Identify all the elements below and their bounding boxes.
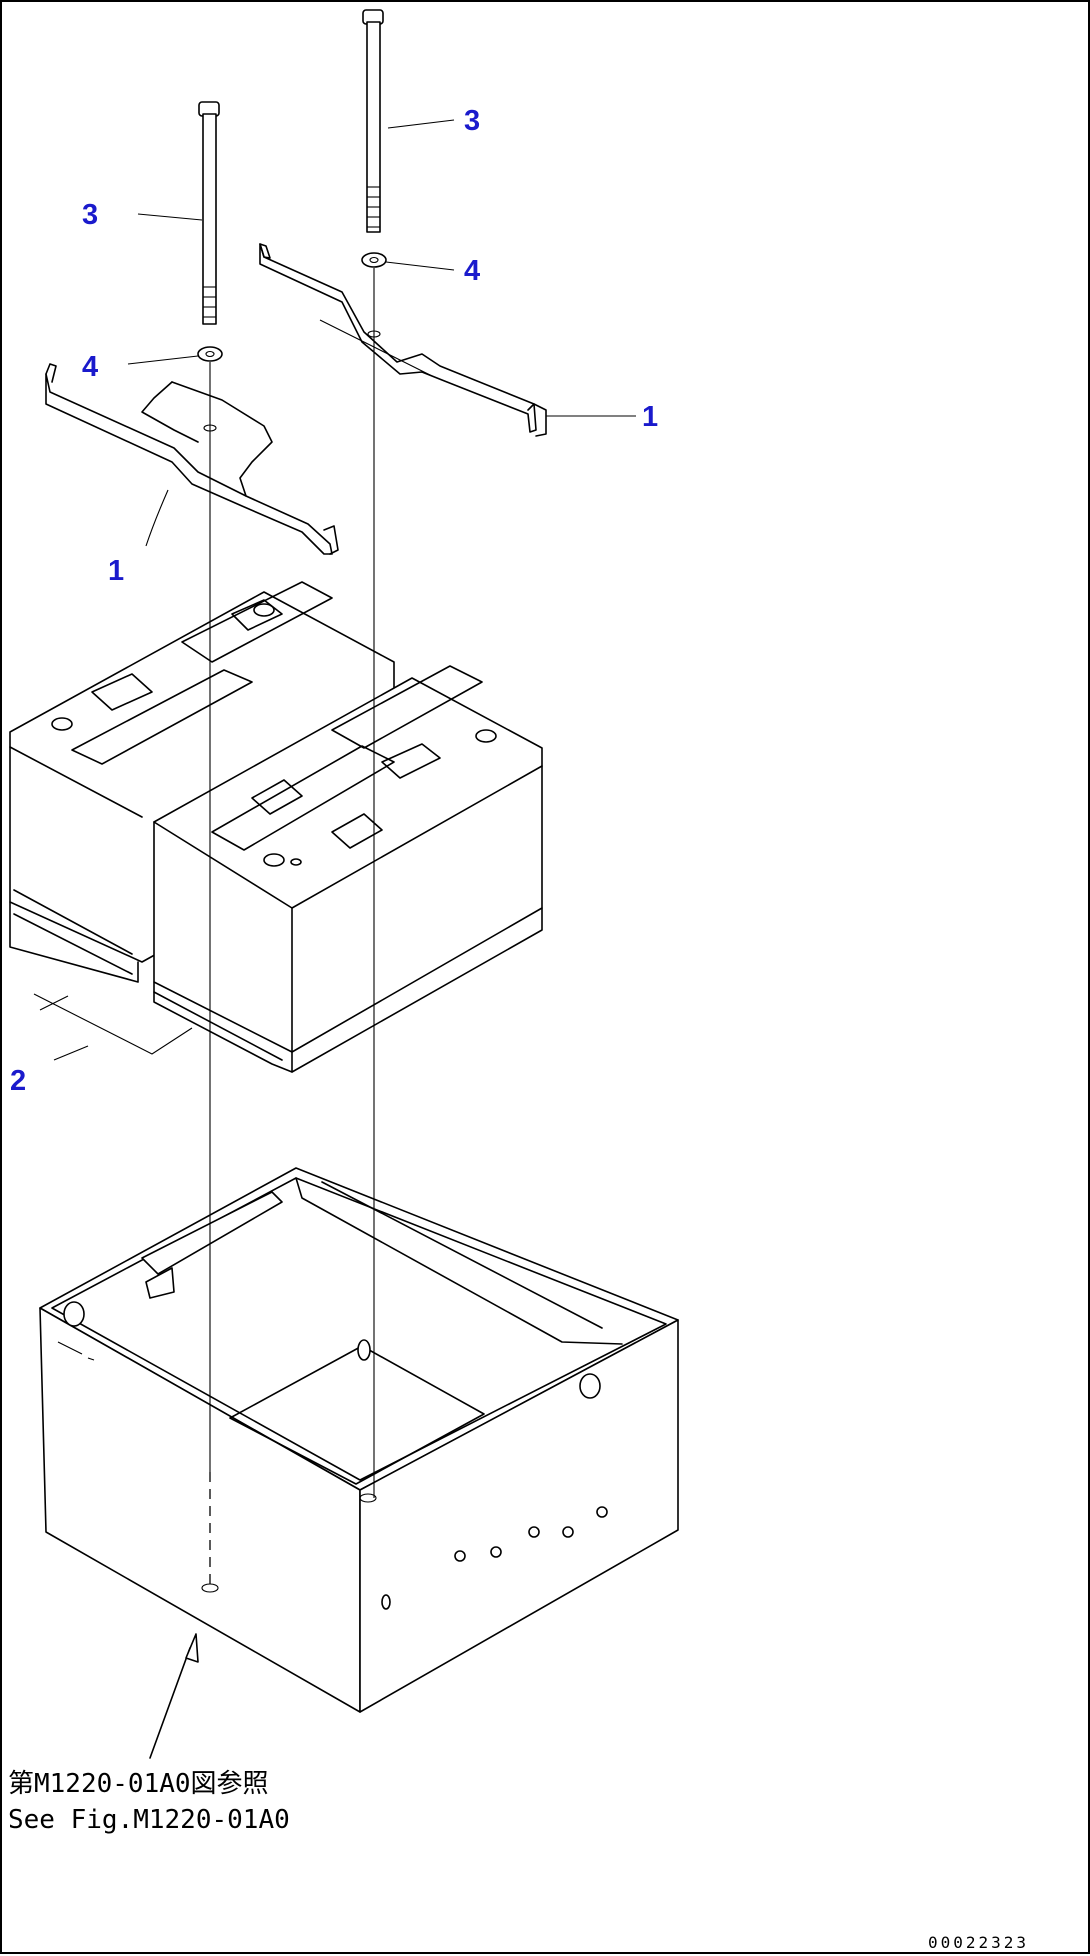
- battery-box: [39, 1167, 679, 1713]
- callout-1-left: 1: [108, 555, 124, 587]
- bracket-left: [45, 363, 339, 555]
- washer-right: [361, 252, 387, 268]
- bolt-left: [198, 101, 220, 325]
- reference-text-jp: 第M1220-01A0図参照: [8, 1769, 269, 1799]
- alignment-lines: [209, 268, 375, 1588]
- reference-text-en: See Fig.M1220-01A0: [8, 1805, 290, 1835]
- washer-left: [197, 346, 223, 362]
- callout-1-right: 1: [642, 401, 658, 433]
- callout-2: 2: [10, 1065, 26, 1097]
- callout-4-right: 4: [464, 255, 480, 287]
- callout-3-left: 3: [82, 199, 98, 231]
- callout-3-right: 3: [464, 105, 480, 137]
- callout-4-left: 4: [82, 351, 98, 383]
- bolt-right: [362, 9, 384, 233]
- leader-lines: [33, 119, 636, 1759]
- drawing-code: 00022323: [928, 1933, 1029, 1952]
- bracket-right: [259, 243, 547, 437]
- battery-front: [153, 665, 543, 1073]
